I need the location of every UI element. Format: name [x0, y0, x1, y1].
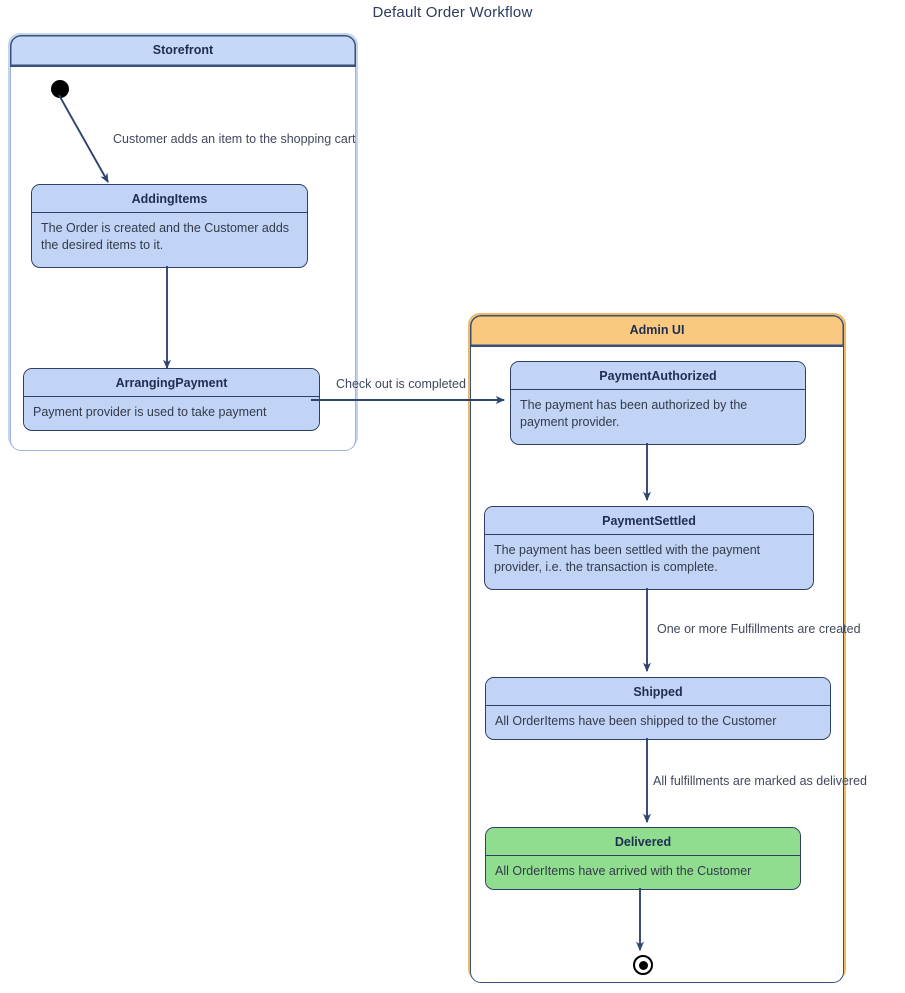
- state-adding-items-title: AddingItems: [32, 185, 307, 213]
- state-arranging-payment-description: Payment provider is used to take payment: [24, 397, 319, 428]
- state-payment-settled-title: PaymentSettled: [485, 507, 813, 535]
- state-payment-authorized-title: PaymentAuthorized: [511, 362, 805, 390]
- initial-state-node: [51, 80, 69, 98]
- transition-label-customer-adds-item: Customer adds an item to the shopping ca…: [113, 132, 356, 146]
- state-shipped-title: Shipped: [486, 678, 830, 706]
- state-payment-authorized-description: The payment has been authorized by the p…: [511, 390, 805, 438]
- composite-state-storefront-title: Storefront: [10, 35, 356, 67]
- state-arranging-payment[interactable]: ArrangingPayment Payment provider is use…: [23, 368, 320, 431]
- state-adding-items-description: The Order is created and the Customer ad…: [32, 213, 307, 261]
- transition-label-fulfillments-delivered: All fulfillments are marked as delivered: [653, 774, 867, 788]
- composite-state-admin-ui[interactable]: Admin UI PaymentAuthorized The payment h…: [468, 313, 846, 983]
- page-title: Default Order Workflow: [372, 4, 533, 21]
- state-adding-items[interactable]: AddingItems The Order is created and the…: [31, 184, 308, 268]
- state-delivered-title: Delivered: [486, 828, 800, 856]
- transition-label-fulfillments-created: One or more Fulfillments are created: [657, 622, 861, 636]
- state-payment-authorized[interactable]: PaymentAuthorized The payment has been a…: [510, 361, 806, 445]
- composite-state-admin-ui-title: Admin UI: [470, 315, 844, 347]
- state-arranging-payment-title: ArrangingPayment: [24, 369, 319, 397]
- state-payment-settled-description: The payment has been settled with the pa…: [485, 535, 813, 583]
- state-delivered[interactable]: Delivered All OrderItems have arrived wi…: [485, 827, 801, 890]
- composite-state-storefront[interactable]: Storefront AddingItems The Order is crea…: [8, 33, 358, 451]
- state-delivered-description: All OrderItems have arrived with the Cus…: [486, 856, 800, 887]
- final-state-node: [633, 955, 653, 975]
- state-payment-settled[interactable]: PaymentSettled The payment has been sett…: [484, 506, 814, 590]
- transition-label-check-out-completed: Check out is completed: [336, 377, 466, 391]
- state-shipped[interactable]: Shipped All OrderItems have been shipped…: [485, 677, 831, 740]
- state-shipped-description: All OrderItems have been shipped to the …: [486, 706, 830, 737]
